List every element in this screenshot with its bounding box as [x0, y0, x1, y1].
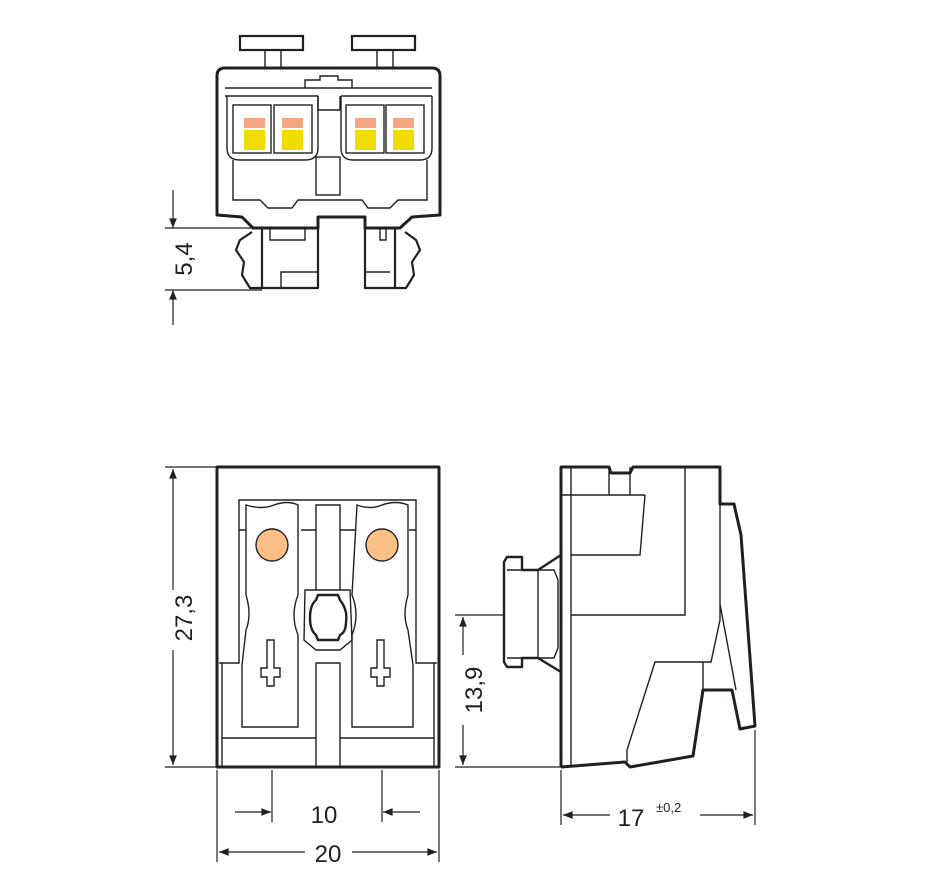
dimension-label-27-3: 27,3 [171, 595, 198, 642]
dimension-pitch: 10 [235, 770, 420, 829]
mounting-hole [308, 593, 348, 642]
contact-right [351, 501, 414, 728]
dimension-width: 20 [216, 770, 440, 868]
release-button-left [238, 34, 305, 69]
wire-entry-3 [345, 104, 385, 154]
marker-dot-left [255, 528, 289, 562]
wire-entry-4 [385, 104, 425, 154]
dimension-plug-height: 13,9 [455, 614, 561, 768]
release-button-right [350, 34, 417, 69]
front-view [215, 465, 441, 769]
dimension-depth: 17 ±0,2 [560, 730, 756, 832]
mounting-clip-left [234, 228, 320, 290]
wire-entry-1 [232, 104, 272, 154]
top-view [215, 34, 442, 290]
dimension-label-5-4: 5,4 [171, 242, 198, 275]
dimension-height: 27,3 [165, 466, 217, 768]
dimension-clip-height: 5,4 [165, 190, 262, 325]
marker-dot-right [365, 528, 399, 562]
dimension-label-20: 20 [315, 841, 342, 868]
dimension-tolerance: ±0,2 [656, 800, 681, 815]
side-view [502, 465, 757, 769]
wire-entry-2 [273, 104, 313, 154]
dimension-label-10: 10 [311, 802, 338, 829]
side-body-outline [559, 465, 757, 769]
plug-connector [502, 553, 562, 674]
contact-left [241, 501, 299, 728]
top-body-outline [215, 66, 442, 230]
mounting-clip-right [363, 228, 422, 290]
front-body-outline [215, 465, 441, 769]
dimension-label-13-9: 13,9 [461, 667, 488, 714]
dimension-label-17: 17 [618, 805, 645, 832]
